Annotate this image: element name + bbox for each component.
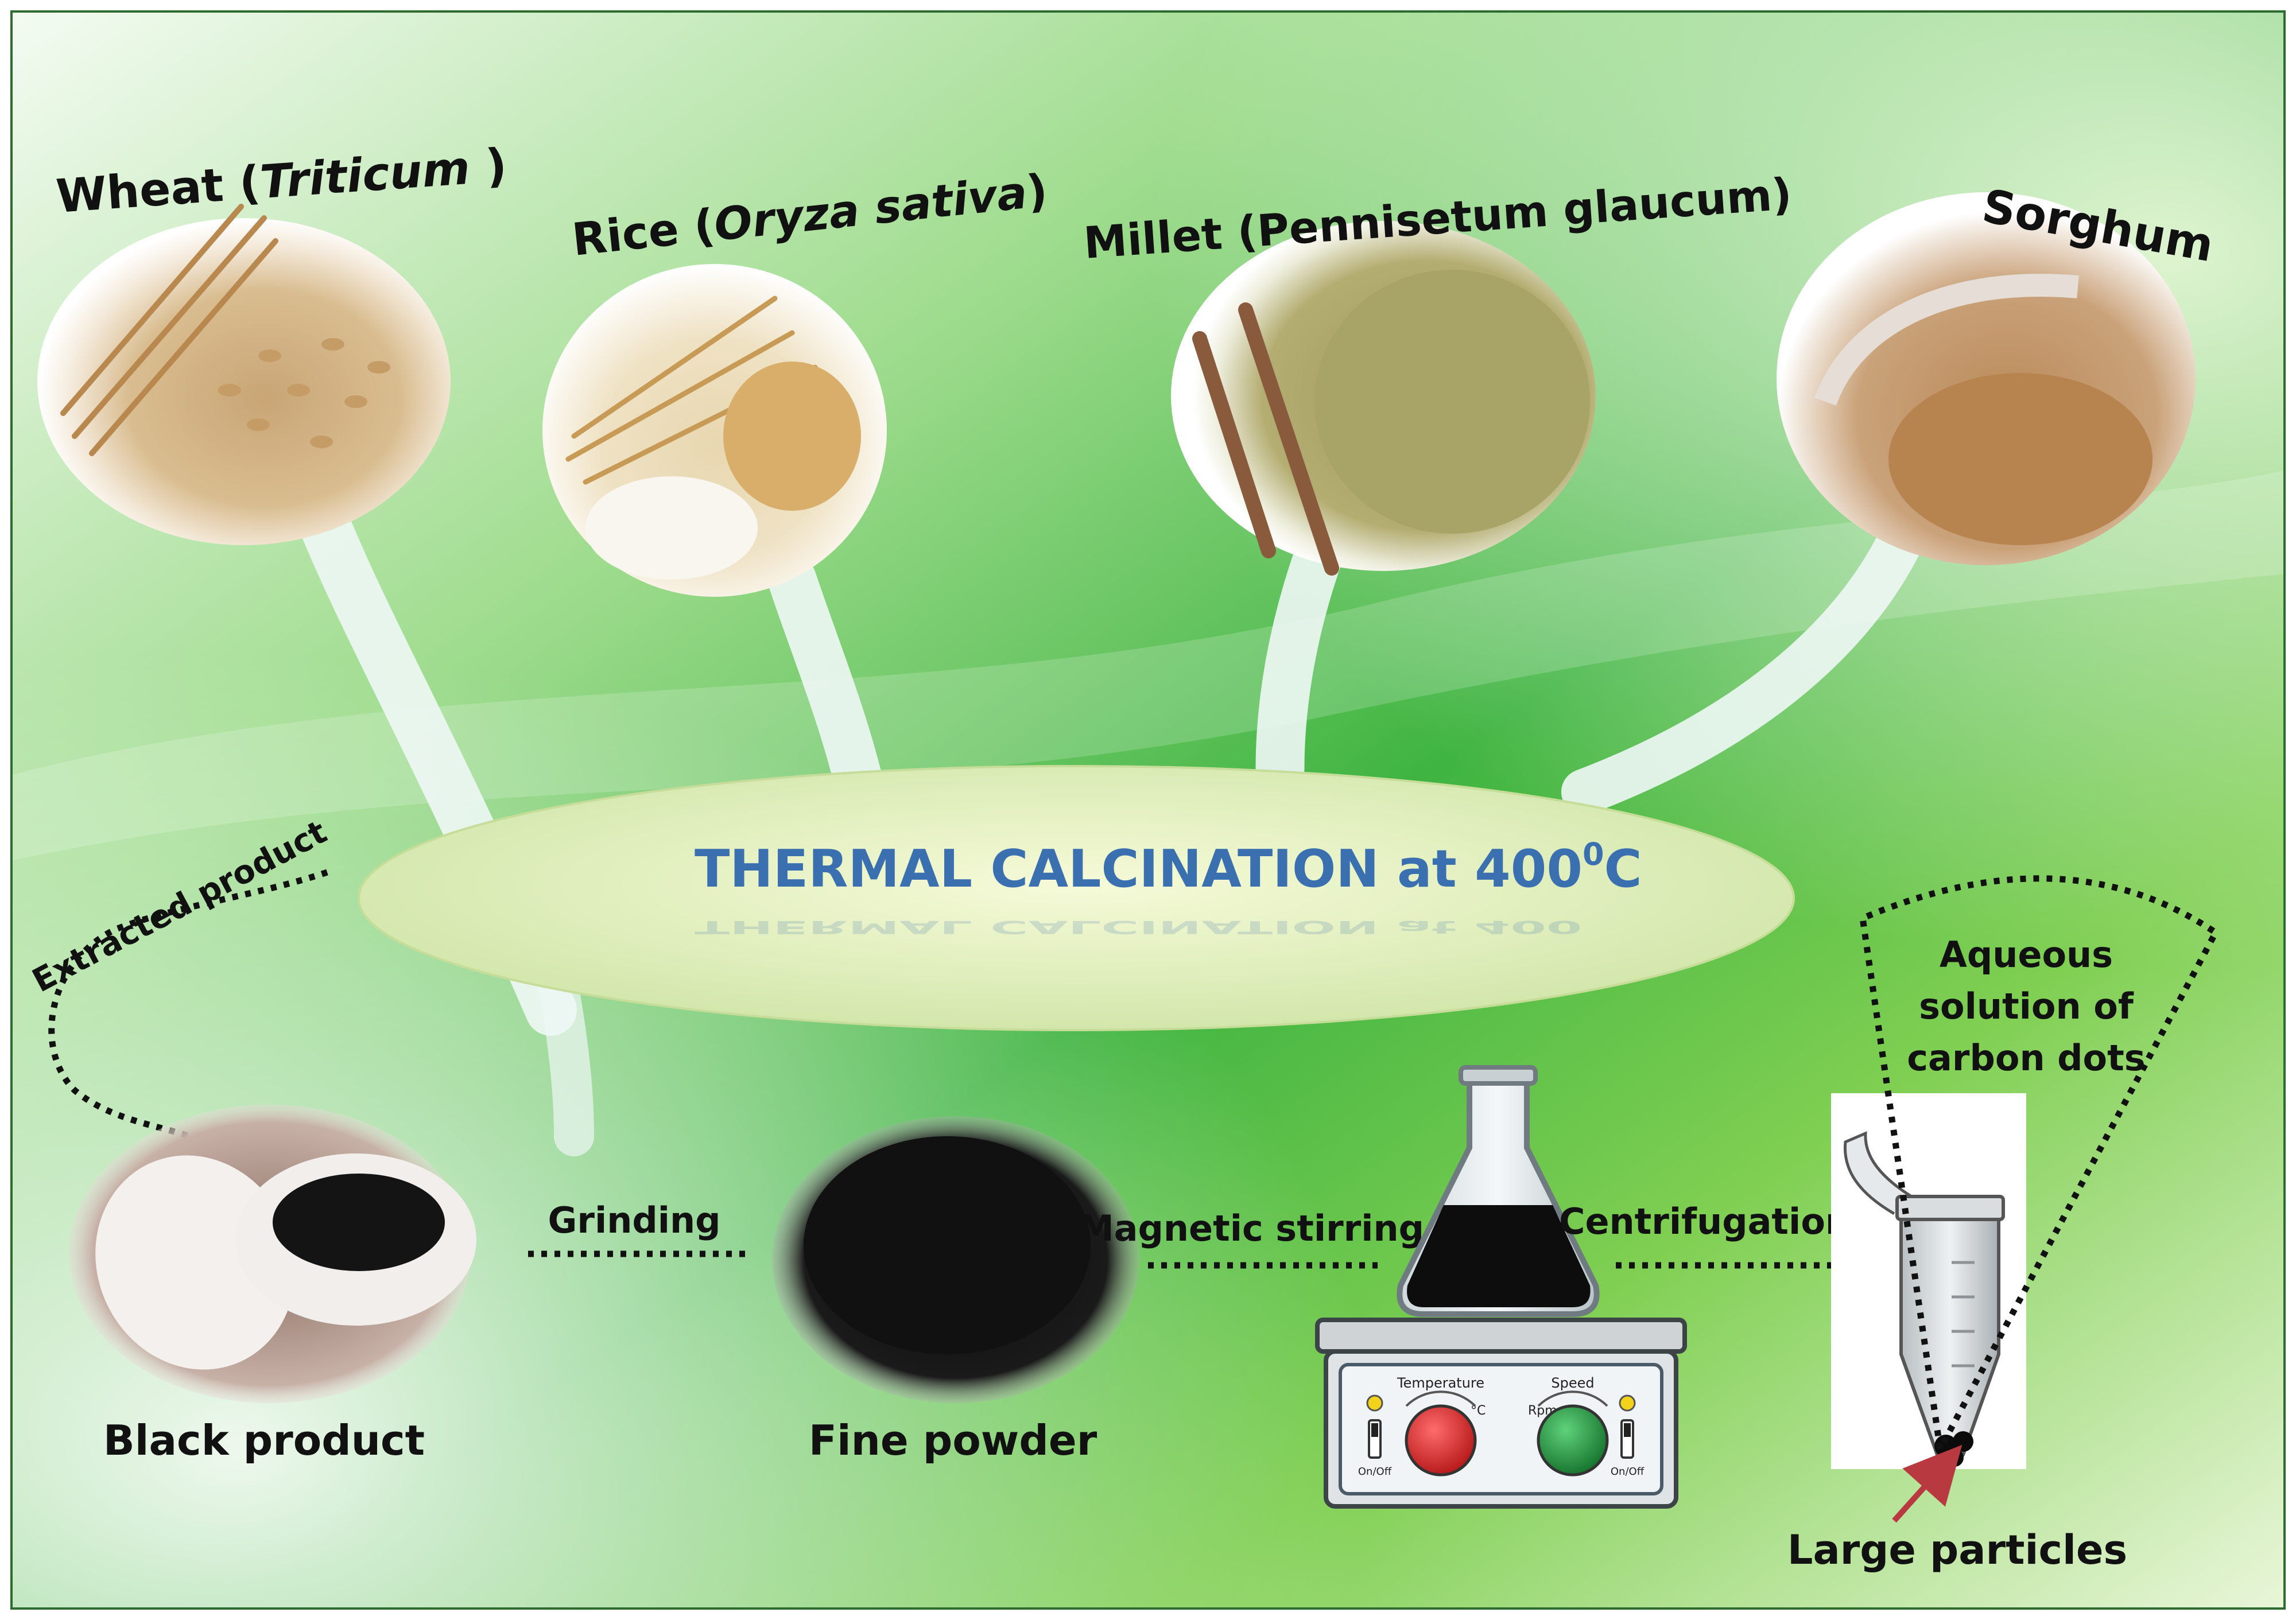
centrifuge-tube-icon (1831, 1093, 2026, 1469)
millet-connector (1255, 526, 1345, 794)
right-indicator-light (1619, 1394, 1636, 1412)
large-particles-arrow (1892, 1444, 1963, 1523)
sorghum-image (1777, 192, 2196, 565)
temperature-knob[interactable] (1405, 1404, 1477, 1477)
stirring-label: Magnetic stirring (1079, 1207, 1424, 1249)
millet-image (1171, 221, 1596, 576)
rice-image (542, 264, 887, 597)
speed-dial-arc (1537, 1390, 1608, 1407)
black-product-image (69, 1105, 476, 1403)
grinding-label: Grinding (548, 1199, 720, 1241)
left-onoff-label: On/Off (1358, 1466, 1392, 1478)
large-particles-label: Large particles (1787, 1526, 2127, 1574)
background-wave (11, 471, 2285, 861)
aqueous-line-2: solution of (1919, 985, 2134, 1027)
left-switch-lever (1371, 1423, 1378, 1437)
right-onoff-label: On/Off (1611, 1466, 1645, 1478)
temperature-label: Temperature (1397, 1375, 1484, 1391)
fine-powder-label: Fine powder (809, 1416, 1097, 1464)
speed-label: Speed (1551, 1375, 1594, 1391)
sorghum-connector (1561, 494, 1934, 815)
aqueous-line-3: carbon dots (1907, 1037, 2145, 1079)
black-product-label: Black product (103, 1416, 425, 1464)
right-switch-lever (1624, 1423, 1631, 1437)
celsius-label: °C (1471, 1404, 1486, 1418)
temperature-dial-arc (1405, 1390, 1476, 1407)
magnetic-stirrer (1315, 1318, 1687, 1509)
fine-powder-image (772, 1116, 1139, 1403)
aqueous-callout (1859, 875, 2220, 1459)
calcination-label: THERMAL CALCINATION at 4000C (695, 836, 1642, 899)
calcination-oval (358, 765, 1795, 1031)
rice-connector (767, 555, 886, 817)
wheat-image (37, 204, 451, 545)
aqueous-line-1: Aqueous (1940, 934, 2113, 976)
calcination-reflection: THERMAL CALCINATION at 400 (695, 916, 1583, 938)
speed-knob[interactable] (1537, 1404, 1609, 1477)
flask-icon (1397, 1065, 1600, 1317)
frame-border (10, 10, 2286, 1610)
centrifugation-label: Centrifugation (1559, 1201, 1851, 1242)
left-indicator-light (1366, 1394, 1383, 1412)
